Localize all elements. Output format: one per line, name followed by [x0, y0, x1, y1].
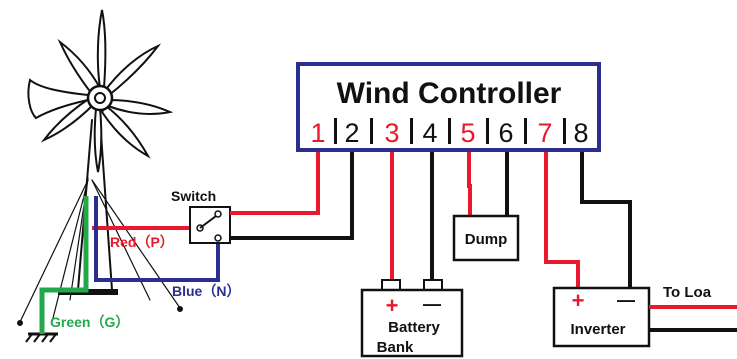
battery-label-line1: Battery: [388, 319, 440, 336]
red-wire-label: Red（P）: [110, 234, 174, 250]
terminal-divider-1: [334, 118, 337, 144]
inverter-plus-icon: +: [572, 288, 585, 313]
terminal-label-1: 1: [310, 118, 325, 148]
controller-title: Wind Controller: [337, 77, 562, 110]
battery-plus-icon: +: [386, 293, 399, 318]
inverter-box: + — Inverter: [552, 286, 651, 348]
terminal-label-2: 2: [344, 118, 359, 148]
terminal-label-6: 6: [498, 118, 513, 148]
inverter-label: Inverter: [570, 321, 625, 338]
battery-bank: + — Battery Bank: [360, 279, 464, 358]
terminal-divider-5: [486, 118, 489, 144]
terminal-divider-6: [524, 118, 527, 144]
terminal-label-5: 5: [460, 118, 475, 148]
green-wire-label: Green（G）: [50, 314, 129, 330]
terminal-divider-4: [448, 118, 451, 144]
terminal-label-8: 8: [573, 118, 588, 148]
terminal-divider-7: [563, 118, 566, 144]
battery-minus-icon: —: [423, 294, 441, 314]
switch-label: Switch: [171, 188, 216, 204]
terminal-divider-2: [370, 118, 373, 144]
terminal-label-3: 3: [384, 118, 399, 148]
terminal-divider-3: [410, 118, 413, 144]
black-wire-to-terminal-2: [230, 148, 354, 240]
wind-turbine-icon: [17, 9, 183, 326]
red-wire-terminal-7: [544, 148, 580, 288]
blue-wire-label: Blue（N）: [172, 283, 240, 299]
dump-load-box: Dump: [452, 214, 520, 262]
blue-n-wire: [94, 196, 220, 282]
to-load-label: To Loa: [663, 284, 712, 301]
inverter-minus-icon: —: [617, 290, 635, 310]
green-ground-wire: [39, 196, 89, 334]
terminal-label-7: 7: [537, 118, 552, 148]
black-wire-terminal-8: [580, 148, 632, 288]
red-wire-to-terminal-1: [230, 148, 320, 215]
terminal-label-4: 4: [422, 118, 437, 148]
red-wire-terminal-5: [467, 148, 472, 216]
wind-controller-box: Wind Controller 1 2 3 4 5 6 7 8: [296, 62, 601, 152]
battery-label-line2: Bank: [377, 339, 414, 356]
switch-icon: [189, 206, 231, 244]
dump-label: Dump: [465, 231, 508, 248]
